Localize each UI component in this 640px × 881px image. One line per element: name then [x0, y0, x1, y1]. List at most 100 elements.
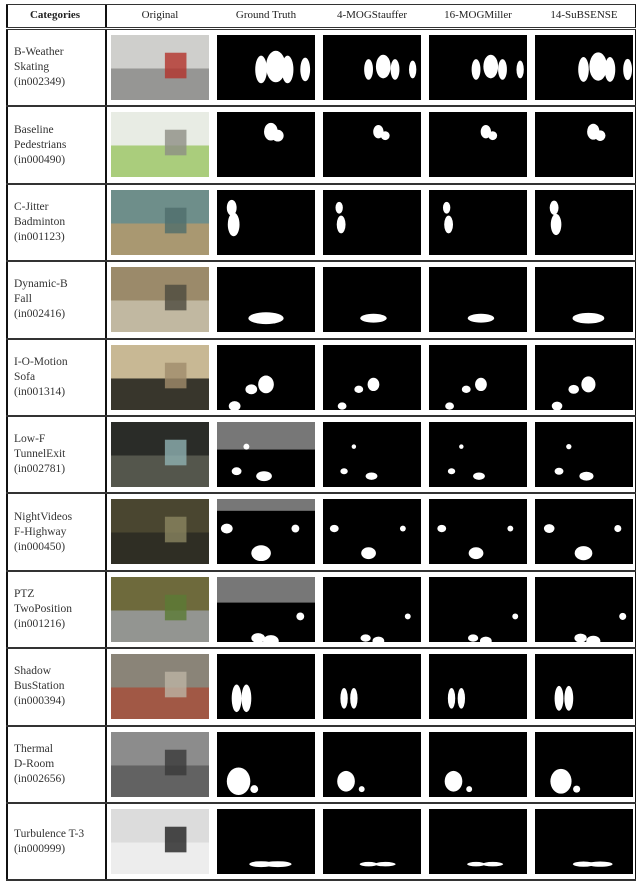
table-row: Dynamic-B Fall (in002416)	[6, 262, 636, 340]
mog-stauffer-mask	[323, 421, 421, 487]
mog-miller-mask	[429, 499, 527, 565]
border-right	[634, 649, 636, 725]
border-right	[634, 30, 636, 106]
frame-id: (in002781)	[14, 463, 66, 476]
ground-truth-mask	[217, 808, 315, 874]
column-divider	[105, 5, 107, 27]
subsense-mask	[535, 267, 633, 333]
table-header: Categories Original Ground Truth 4-MOGSt…	[6, 4, 636, 30]
frame-id: (in002416)	[14, 308, 66, 321]
subsense-mask	[535, 112, 633, 178]
column-divider	[105, 803, 107, 880]
mog-stauffer-mask	[323, 189, 421, 255]
mog-miller-mask	[429, 421, 527, 487]
subsense-mask	[535, 499, 633, 565]
ground-truth-mask	[217, 421, 315, 487]
subsense-mask	[535, 654, 633, 720]
category-name: Thermal	[14, 742, 53, 755]
border-left	[6, 262, 8, 338]
mog-stauffer-mask	[323, 267, 421, 333]
border-right	[634, 5, 636, 27]
mog-stauffer-mask	[323, 808, 421, 874]
border-left	[6, 107, 8, 183]
mog-stauffer-mask	[323, 344, 421, 410]
column-divider	[105, 494, 107, 570]
frame-id: (in002656)	[14, 772, 66, 785]
mog-stauffer-mask	[323, 35, 421, 100]
column-divider	[105, 649, 107, 725]
border-left	[6, 339, 8, 415]
border-left	[6, 494, 8, 570]
frame-id: (in001216)	[14, 617, 66, 630]
mog-stauffer-mask	[323, 731, 421, 797]
subsense-mask	[535, 344, 633, 410]
border-right	[634, 416, 636, 493]
ground-truth-mask	[217, 189, 315, 255]
category-name: NightVideos	[14, 510, 73, 523]
original-image	[111, 654, 209, 720]
video-name: Fall	[14, 293, 32, 306]
category-name: Dynamic-B	[14, 278, 68, 291]
mog-miller-mask	[429, 576, 527, 642]
border-right	[634, 726, 636, 802]
frame-id: (in000490)	[14, 153, 66, 166]
border-left	[6, 30, 8, 106]
subsense-mask	[535, 731, 633, 797]
border-right	[634, 107, 636, 183]
ground-truth-mask	[217, 267, 315, 333]
border-left	[6, 726, 8, 802]
ground-truth-mask	[217, 731, 315, 797]
header-subsense: 14-SuBSENSE	[550, 9, 618, 21]
column-divider	[105, 339, 107, 415]
mog-miller-mask	[429, 112, 527, 178]
frame-id: (in000394)	[14, 695, 66, 708]
column-divider	[105, 30, 107, 106]
mog-miller-mask	[429, 808, 527, 874]
ground-truth-mask	[217, 35, 315, 100]
frame-id: (in001123)	[14, 230, 65, 243]
category-label: Turbulence T-3(in000999)	[14, 804, 100, 879]
original-image	[111, 344, 209, 410]
original-image	[111, 731, 209, 797]
column-divider	[105, 184, 107, 261]
category-name: PTZ	[14, 587, 35, 600]
original-image	[111, 35, 209, 100]
category-name: I-O-Motion	[14, 355, 68, 368]
mog-stauffer-mask	[323, 654, 421, 720]
original-image	[111, 576, 209, 642]
video-name: BusStation	[14, 680, 65, 693]
category-name: Shadow	[14, 665, 52, 678]
column-divider	[105, 262, 107, 338]
header-ground-truth: Ground Truth	[235, 9, 297, 21]
border-left	[6, 5, 8, 27]
subsense-mask	[535, 189, 633, 255]
mog-miller-mask	[429, 189, 527, 255]
original-image	[111, 421, 209, 487]
subsense-mask	[535, 35, 633, 100]
header-original: Original	[141, 9, 179, 21]
mog-miller-mask	[429, 731, 527, 797]
category-name: C-Jitter	[14, 200, 49, 213]
frame-id: (in002349)	[14, 76, 66, 89]
video-name: D-Room	[14, 757, 55, 770]
frame-id: (in000450)	[14, 540, 66, 553]
border-left	[6, 416, 8, 493]
category-name: Low-F	[14, 433, 46, 446]
original-image	[111, 808, 209, 874]
frame-id: (in000999)	[14, 842, 66, 855]
